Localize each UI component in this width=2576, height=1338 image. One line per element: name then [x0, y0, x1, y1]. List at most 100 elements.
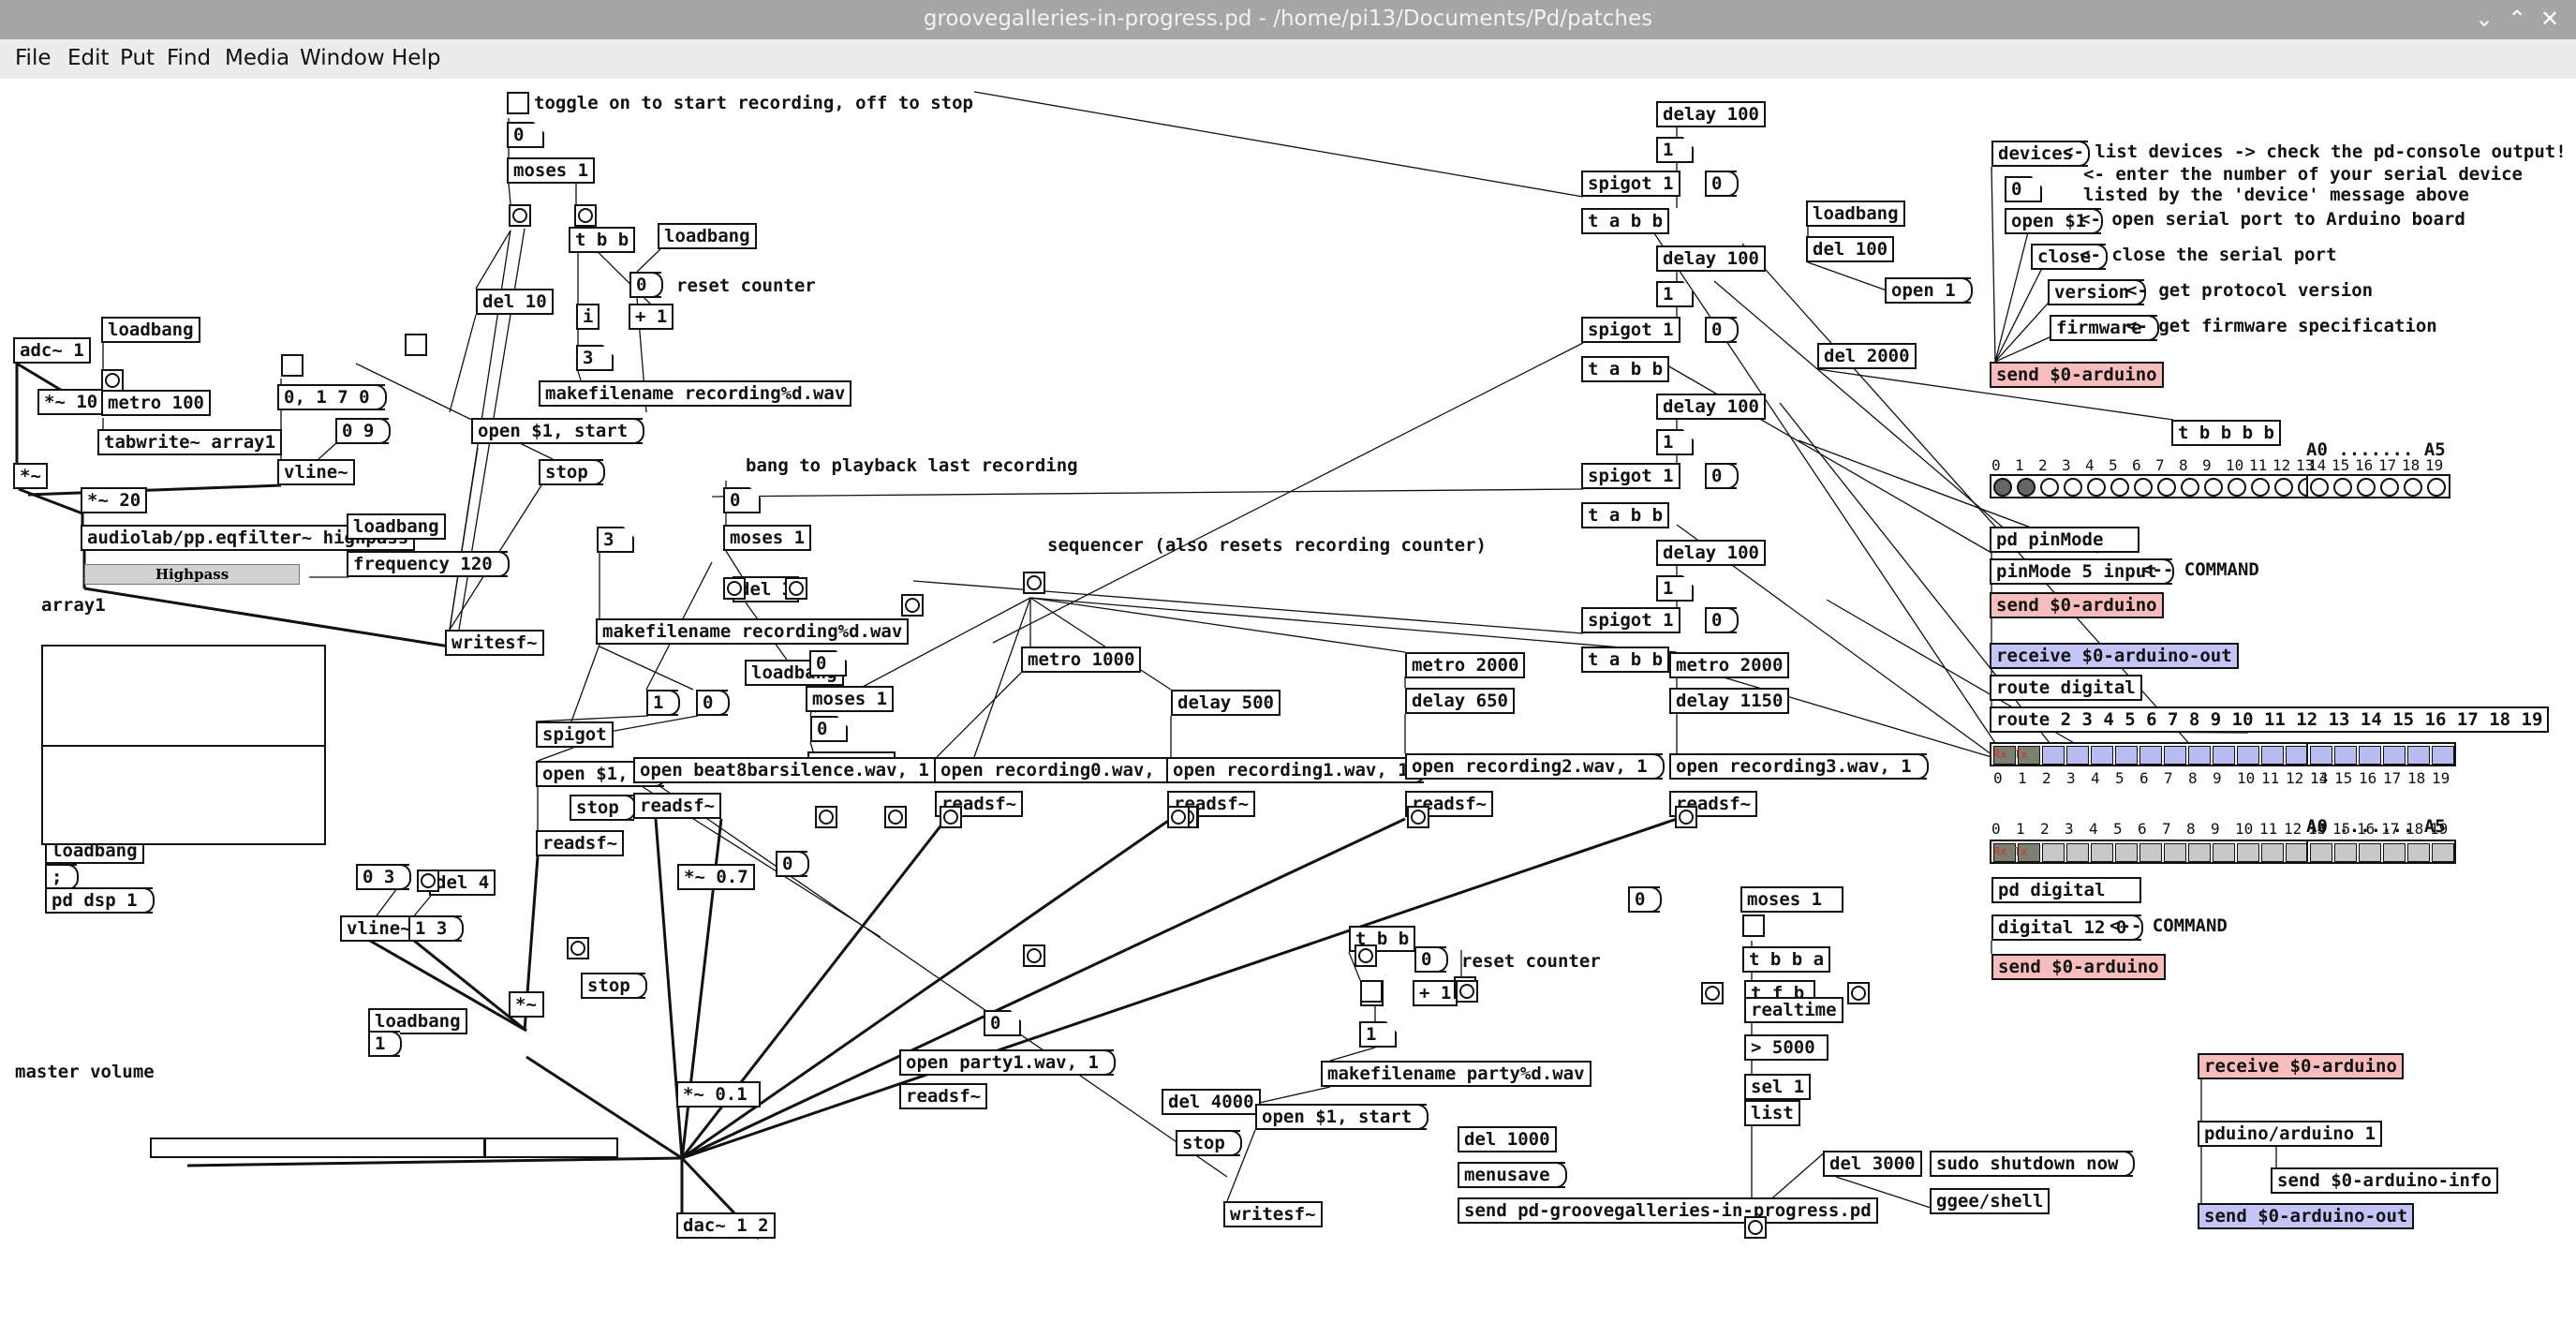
object-box-makefilename-recording-d-wav[interactable]: makefilename recording%d.wav [596, 618, 910, 645]
patch-canvas[interactable]: toggle on to start recording, off to sto… [0, 79, 2576, 1338]
object-box-i[interactable]: i [576, 304, 600, 330]
pin-cell[interactable] [2261, 843, 2284, 862]
object-box-makefilename-party-d-wav[interactable]: makefilename party%d.wav [1321, 1061, 1591, 1087]
object-box-writesf[interactable]: writesf~ [1223, 1201, 1323, 1227]
message-box-0[interactable]: 0 [1705, 463, 1740, 489]
object-box-item[interactable]: *~ [509, 991, 544, 1018]
object-box-loadbang[interactable]: loadbang [1806, 201, 1905, 227]
pin-toggle[interactable] [2181, 478, 2199, 497]
bang-button-3[interactable] [417, 870, 439, 892]
pin-cell[interactable] [2042, 746, 2065, 765]
pin-cell[interactable] [2188, 746, 2211, 765]
object-box-spigot[interactable]: spigot [536, 721, 614, 748]
message-box-devices[interactable]: devices [1991, 141, 2091, 167]
pinmode-row-digital[interactable] [1990, 474, 2321, 498]
message-box-0[interactable]: 0 [629, 272, 664, 298]
number-box-0[interactable]: 0 [809, 650, 847, 676]
message-box-0[interactable]: 0 [1705, 317, 1740, 343]
object-box-0-1[interactable]: *~ 0.1 [676, 1081, 761, 1108]
message-box-open-1[interactable]: open 1 [1885, 277, 1973, 304]
pin-cell[interactable] [2213, 746, 2235, 765]
message-box-0-9[interactable]: 0 9 [335, 418, 392, 444]
pin-cell[interactable] [2213, 843, 2235, 862]
object-box-pduino-arduino-1[interactable]: pduino/arduino 1 [2198, 1121, 2383, 1147]
pin-cell[interactable] [2359, 843, 2381, 862]
bang-button-22[interactable] [567, 937, 589, 959]
object-box-del-10[interactable]: del 10 [476, 289, 554, 315]
bang-button-1[interactable] [574, 204, 597, 227]
object-box-tabwrite-array1[interactable]: tabwrite~ array1 [97, 429, 283, 455]
message-box-close[interactable]: close [2031, 244, 2109, 270]
object-box-receive-0-arduino[interactable]: receive $0-arduino [2198, 1053, 2404, 1079]
pin-cell[interactable] [2115, 746, 2138, 765]
message-box-stop[interactable]: stop [570, 795, 636, 821]
analog-input-row[interactable] [2306, 742, 2456, 766]
bang-button-6[interactable] [901, 594, 924, 617]
pin-cell[interactable] [2310, 843, 2332, 862]
message-box-frequency-120[interactable]: frequency 120 [347, 551, 510, 577]
pin-toggle[interactable] [2357, 478, 2376, 497]
pin-cell[interactable] [2091, 746, 2113, 765]
object-box-del-1000[interactable]: del 1000 [1458, 1126, 1557, 1152]
message-box-version[interactable]: version [2048, 279, 2147, 305]
menu-file[interactable]: File [15, 46, 52, 70]
object-box-readsf[interactable]: readsf~ [633, 793, 722, 819]
message-box-pinmode-5-input[interactable]: pinMode 5 input [1990, 558, 2174, 585]
object-box-ggee-shell[interactable]: ggee/shell [1930, 1188, 2050, 1214]
pin-cell[interactable] [2432, 843, 2454, 862]
bang-button-21[interactable] [1023, 944, 1045, 967]
bang-button-23[interactable] [1167, 806, 1190, 828]
pin-cell[interactable] [2188, 843, 2211, 862]
analog-output-row[interactable] [2306, 840, 2456, 864]
object-box-1[interactable]: + 1 [1413, 980, 1458, 1006]
pin-cell[interactable] [2407, 843, 2430, 862]
number-box-0[interactable]: 0 [810, 716, 848, 742]
menu-window[interactable]: Window [300, 46, 385, 70]
pin-toggle[interactable] [2427, 478, 2446, 497]
object-box-metro-1000[interactable]: metro 1000 [1021, 647, 1142, 673]
pin-toggle[interactable] [2274, 478, 2293, 497]
object-box-moses-1[interactable]: moses 1 [1740, 886, 1843, 913]
object-box-item[interactable]: *~ [13, 463, 48, 489]
pin-toggle[interactable] [2087, 478, 2106, 497]
pin-cell[interactable] [2310, 746, 2332, 765]
master-volume-slider[interactable] [150, 1137, 618, 1158]
object-box-readsf[interactable]: readsf~ [899, 1083, 988, 1109]
object-box-metro-2000[interactable]: metro 2000 [1405, 652, 1526, 678]
menu-media[interactable]: Media [225, 46, 290, 70]
message-box-open-recording1-wav-1[interactable]: open recording1.wav, 1 [1166, 757, 1426, 783]
object-box-t-a-b-b[interactable]: t a b b [1581, 647, 1670, 673]
message-box-pd-dsp-1[interactable]: pd dsp 1 [45, 887, 155, 914]
object-box-t-b-b-b-b[interactable]: t b b b b [2171, 420, 2281, 446]
digital-output-row[interactable] [1990, 840, 2334, 864]
message-box-stop[interactable]: stop [581, 973, 647, 999]
object-box-vline[interactable]: vline~ [277, 459, 355, 485]
pin-cell[interactable] [2383, 746, 2406, 765]
pin-toggle[interactable] [2204, 478, 2223, 497]
object-box-realtime[interactable]: realtime [1744, 997, 1843, 1023]
message-box-open-1-start[interactable]: open $1, start [1255, 1104, 1429, 1130]
object-box-send-0-arduino[interactable]: send $0-arduino [1990, 592, 2164, 618]
message-box-open-1-1[interactable]: open $1, 1 [536, 761, 667, 787]
object-box-metro-100[interactable]: metro 100 [101, 390, 211, 416]
toggle-0[interactable] [507, 92, 529, 114]
object-box-send-0-arduino-out[interactable]: send $0-arduino-out [2198, 1203, 2415, 1229]
object-box-5000[interactable]: > 5000 [1744, 1034, 1828, 1061]
pin-cell[interactable] [2066, 843, 2089, 862]
pin-cell[interactable] [2018, 746, 2040, 765]
bang-button-9[interactable] [940, 806, 962, 828]
object-box-receive-0-arduino-out[interactable]: receive $0-arduino-out [1990, 643, 2239, 669]
message-box-menusave[interactable]: menusave [1458, 1162, 1567, 1188]
object-box-loadbang[interactable]: loadbang [347, 513, 446, 540]
bang-button-15[interactable] [1355, 944, 1377, 967]
digital-input-row[interactable] [1990, 742, 2334, 766]
object-box-1[interactable]: + 1 [629, 304, 674, 330]
pin-toggle[interactable] [2333, 478, 2352, 497]
object-box-loadbang[interactable]: loadbang [368, 1008, 467, 1034]
object-box-send-0-arduino[interactable]: send $0-arduino [1990, 362, 2164, 388]
object-box-delay-100[interactable]: delay 100 [1656, 394, 1766, 420]
pin-cell[interactable] [2359, 746, 2381, 765]
pin-toggle[interactable] [2017, 478, 2036, 497]
pin-toggle[interactable] [2251, 478, 2270, 497]
message-box-item[interactable]: ; [45, 864, 80, 890]
